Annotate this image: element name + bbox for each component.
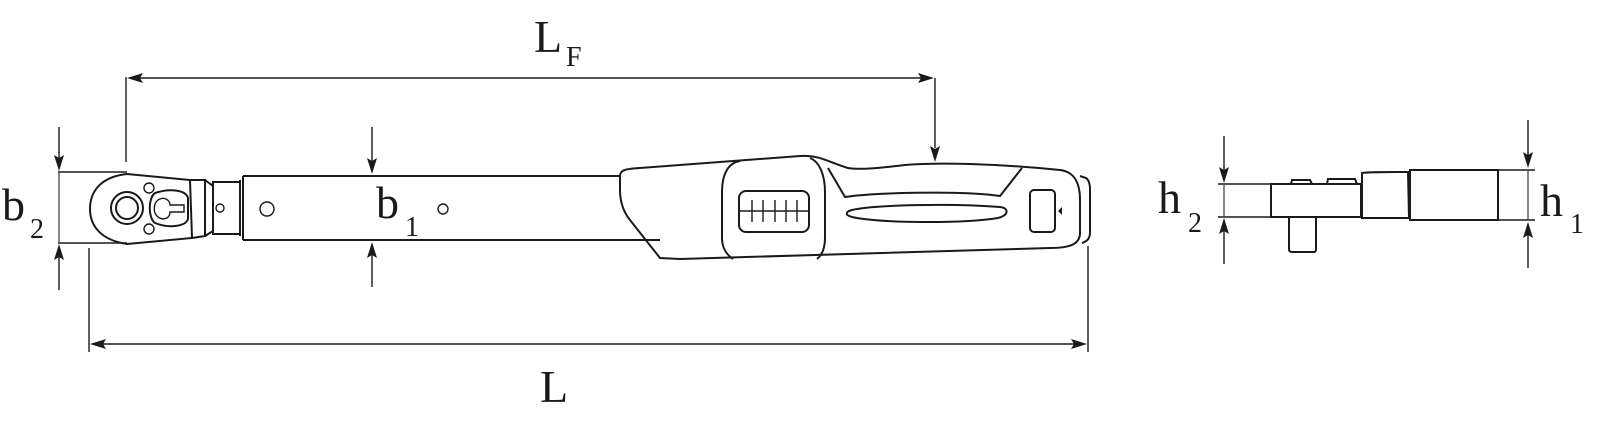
neck-hole <box>215 203 225 213</box>
label-L: L <box>540 361 568 412</box>
drive-inner-circle <box>115 196 139 220</box>
shaft-hole-1 <box>259 201 275 217</box>
label-LF-sub: F <box>566 42 582 73</box>
ratchet-head <box>88 172 241 246</box>
top-view: L F L b 1 <box>2 11 1091 412</box>
label-b1-sub: 1 <box>405 212 419 243</box>
head-hole-top <box>143 182 155 194</box>
shaft-hole-2 <box>437 203 449 215</box>
scale-window <box>738 190 810 233</box>
side-view: h 2 h 1 <box>1158 120 1584 268</box>
dimension-b1: b 1 <box>367 127 419 287</box>
end-cap <box>1079 175 1091 244</box>
label-b2-main: b <box>2 179 25 230</box>
grip-slot <box>845 203 1008 224</box>
lock-button <box>1029 189 1056 233</box>
label-h1-sub: 1 <box>1570 209 1584 240</box>
label-b2-sub: 2 <box>30 214 44 245</box>
shaft <box>242 175 660 241</box>
label-h2-sub: 2 <box>1188 208 1202 239</box>
label-b1-main: b <box>376 177 399 228</box>
dimension-h2: h 2 <box>1158 136 1271 264</box>
label-LF-main: L <box>534 11 562 62</box>
head-hole-bottom <box>143 223 155 235</box>
dimension-LF: L F <box>125 11 940 162</box>
dimension-b2: b 2 <box>2 127 127 290</box>
drive-outer-circle <box>110 191 144 225</box>
label-h1-main: h <box>1540 175 1563 226</box>
dimension-L: L <box>88 246 1089 412</box>
label-h2-main: h <box>1158 172 1181 223</box>
square-drive <box>1288 217 1317 253</box>
dimension-h1: h 1 <box>1498 120 1584 268</box>
handle <box>619 154 1091 261</box>
